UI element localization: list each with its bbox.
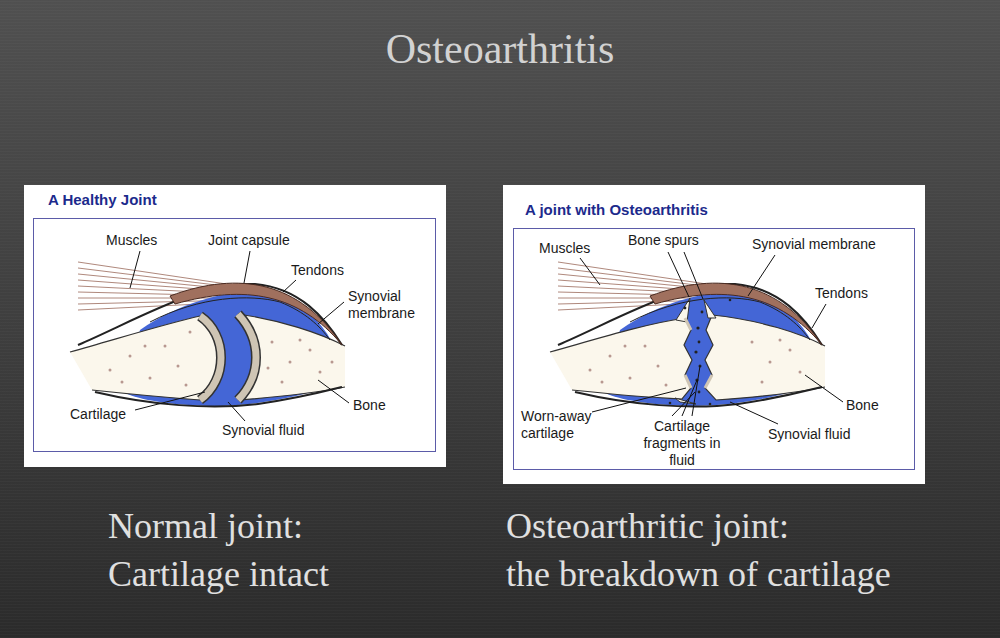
slide-caption: the breakdown of cartilage (506, 553, 891, 595)
part-label: Bone spurs (628, 232, 699, 249)
part-label: Synovial fluid (222, 422, 305, 439)
part-label: Muscles (106, 232, 157, 249)
part-label: Tendons (291, 262, 344, 279)
part-label: Bone (846, 397, 879, 414)
part-label: Muscles (539, 240, 590, 257)
part-label: Synovial membrane (752, 236, 876, 253)
part-label: Bone (353, 397, 386, 414)
slide-caption: Osteoarthritic joint: (506, 505, 789, 547)
slide-caption: Cartilage intact (108, 553, 329, 595)
part-label: Joint capsule (208, 232, 290, 249)
part-label: Tendons (815, 285, 868, 302)
part-label: Synovial fluid (768, 426, 851, 443)
part-label: Synovial membrane (348, 288, 432, 322)
part-label: Cartilage fragments in fluid (643, 418, 721, 469)
part-label: Worn-away cartilage (521, 408, 599, 442)
slide-caption: Normal joint: (108, 505, 303, 547)
panel-heading: A Healthy Joint (48, 191, 157, 209)
panel-heading: A joint with Osteoarthritis (525, 201, 708, 219)
slide-title: Osteoarthritis (0, 24, 1000, 74)
part-label: Cartilage (70, 406, 126, 423)
